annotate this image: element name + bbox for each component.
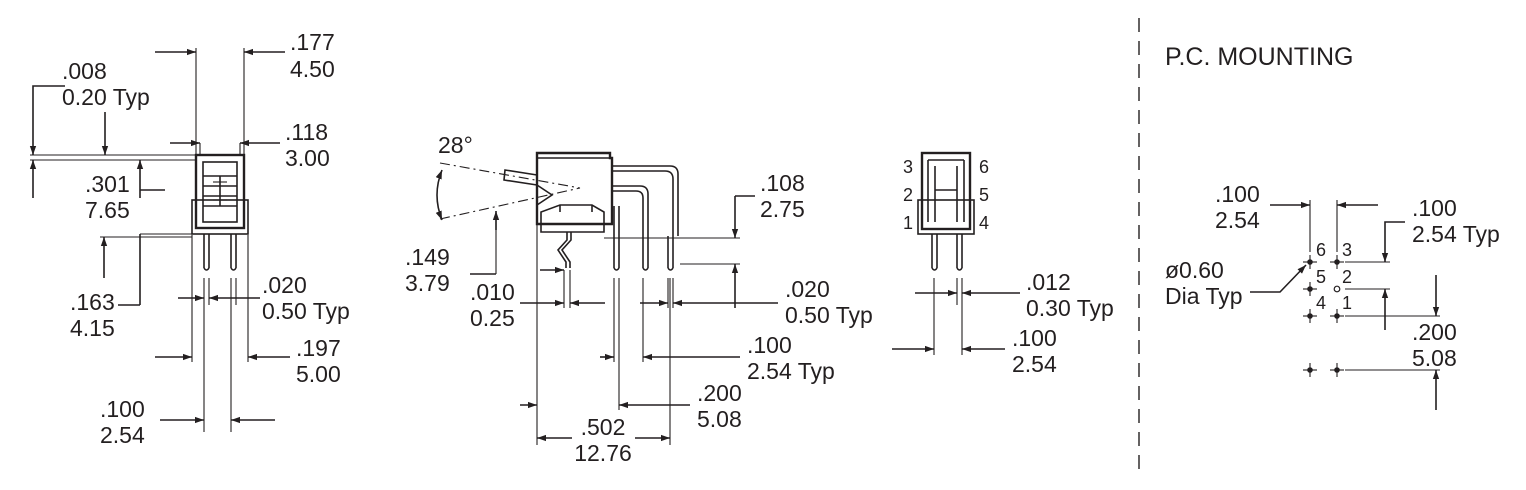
pc-hole-grid (1303, 255, 1344, 377)
pc-dim-row-pitch-in: .100 (1412, 195, 1457, 221)
pc-dim-row-pitch-mm: 2.54 Typ (1412, 221, 1500, 247)
end-dim-pin-pitch-in: .100 (1012, 325, 1057, 351)
side-dim-clip-in: .010 (470, 279, 515, 305)
pc-dim-mount-spacing-mm: 5.08 (1412, 345, 1457, 371)
end-dim-pin-thickness-mm: 0.30 Typ (1026, 295, 1114, 321)
end-pin-label: 1 (903, 213, 913, 233)
side-dim-length-mm: 12.76 (574, 440, 632, 466)
front-dim-panel-mm: 0.20 Typ (62, 84, 150, 110)
front-dim-actuator-in: .118 (285, 119, 328, 145)
pc-pin-label: 1 (1342, 293, 1352, 313)
front-actuator-window (202, 161, 238, 223)
end-view: 3 2 1 6 5 4 .012 0.30 Typ .100 2.54 (892, 151, 1114, 377)
side-dim-actuator-mm: 3.79 (405, 270, 450, 296)
side-dim-pin-width-mm: 0.50 Typ (785, 302, 873, 328)
front-dim-base-width-in: .197 (296, 335, 341, 361)
pc-pin-label: 3 (1342, 240, 1352, 260)
side-dim-pin-span-mm: 5.08 (697, 406, 742, 432)
front-dim-height-in: .301 (85, 171, 130, 197)
end-pin-label: 5 (979, 185, 989, 205)
pc-dim-hole-note: Dia Typ (1165, 283, 1243, 309)
side-dim-length-in: .502 (581, 414, 626, 440)
end-pin-label: 4 (979, 213, 989, 233)
front-dim-width-mm: 4.50 (290, 56, 335, 82)
front-dim-pin-length-in: .163 (70, 289, 115, 315)
front-dim-pin-length-mm: 4.15 (70, 315, 115, 341)
side-dim-actuator-in: .149 (405, 244, 450, 270)
pc-dim-col-pitch-in: .100 (1215, 181, 1260, 207)
side-dim-pin-pitch-mm: 2.54 Typ (747, 358, 835, 384)
front-dim-panel-in: .008 (62, 58, 107, 84)
pc-mounting-title: P.C. MOUNTING (1165, 43, 1353, 71)
front-base-bracket (191, 199, 249, 235)
side-view: 28° .108 2.75 .149 3.79 .010 0.25 .020 0… (405, 132, 873, 466)
pc-dim-hole-diameter: ø0.60 (1165, 257, 1224, 283)
side-dim-pin-width-in: .020 (785, 276, 830, 302)
side-dim-pin-pitch-in: .100 (747, 332, 792, 358)
front-dim-actuator-mm: 3.00 (285, 145, 330, 171)
pc-dim-mount-spacing-in: .200 (1412, 319, 1457, 345)
front-dim-base-width-mm: 5.00 (296, 361, 341, 387)
side-dim-offset-in: .108 (760, 170, 805, 196)
pc-pin-label: 6 (1316, 240, 1326, 260)
side-dim-offset-mm: 2.75 (760, 196, 805, 222)
front-dim-pin-width-in: .020 (262, 272, 307, 298)
end-dim-pin-pitch-mm: 2.54 (1012, 351, 1057, 377)
end-dim-pin-thickness-in: .012 (1026, 269, 1071, 295)
side-dim-pin-span-in: .200 (697, 380, 742, 406)
front-dim-width-in: .177 (290, 29, 335, 55)
pc-pin-label: 4 (1316, 293, 1326, 313)
side-dim-clip-mm: 0.25 (470, 305, 515, 331)
side-body-outline (535, 151, 614, 226)
front-dim-height-mm: 7.65 (85, 197, 130, 223)
front-view: .177 4.50 .008 0.20 Typ .118 3.00 .301 7… (29, 29, 350, 448)
end-pin-label: 6 (979, 157, 989, 177)
end-pin-label: 3 (903, 157, 913, 177)
end-pin-label: 2 (903, 185, 913, 205)
side-angle-line-tilted (439, 162, 581, 189)
side-dim-angle: 28° (438, 132, 473, 158)
pc-dim-col-pitch-mm: 2.54 (1215, 207, 1260, 233)
end-body-outline (920, 151, 972, 231)
front-dim-pin-pitch-mm: 2.54 (100, 422, 145, 448)
pc-pin-label: 2 (1342, 267, 1352, 287)
front-dim-pin-width-mm: 0.50 Typ (262, 298, 350, 324)
front-dim-pin-pitch-in: .100 (100, 396, 145, 422)
pc-mounting-view: P.C. MOUNTING 6 3 5 2 4 1 (1165, 43, 1500, 410)
pc-pin-label: 5 (1316, 267, 1326, 287)
